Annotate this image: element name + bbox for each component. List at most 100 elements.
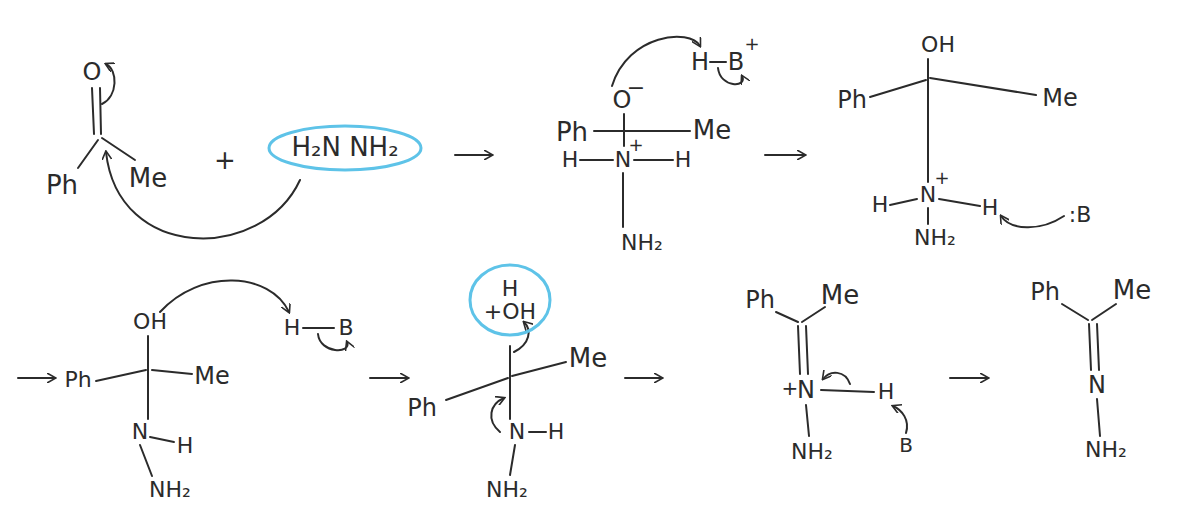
atom-label: Ph: [556, 119, 588, 145]
atom-label: Me: [821, 282, 859, 308]
atom-label: B: [338, 317, 353, 339]
curly-arrow: [514, 322, 529, 352]
bond: [152, 370, 192, 374]
atom-label: B: [899, 435, 913, 455]
bond: [580, 159, 613, 161]
bond: [927, 208, 929, 224]
bond: [622, 173, 624, 227]
atom-label: +: [744, 35, 759, 53]
atom-label: N: [132, 421, 148, 443]
ellipse-outline: [470, 265, 550, 335]
bond: [870, 80, 926, 97]
bond: [802, 307, 825, 322]
atom-label: Ph: [1030, 280, 1060, 304]
atom-label: H: [675, 149, 692, 171]
atom-label: Ph: [837, 88, 867, 112]
atom-label: B: [728, 50, 744, 74]
curly-arrow: [102, 64, 115, 104]
bond: [147, 336, 149, 419]
bond: [1097, 324, 1099, 370]
bond: [890, 199, 917, 205]
bond: [446, 378, 508, 400]
atom-label: NH₂: [149, 479, 191, 501]
curly-arrow: [1001, 216, 1064, 227]
bond: [303, 327, 334, 329]
atom-label: Ph: [745, 288, 775, 312]
curly-arrow: [823, 373, 850, 384]
bond: [776, 312, 798, 322]
atom-label: +: [628, 136, 643, 154]
bond: [150, 437, 174, 442]
atom-label: Me: [569, 345, 607, 371]
bond: [930, 78, 1036, 95]
bond: [821, 390, 874, 392]
bond: [806, 326, 808, 374]
atom-label: NH₂: [1085, 439, 1127, 461]
bond: [634, 159, 673, 161]
atom-label: N: [509, 421, 525, 443]
atom-label: H: [177, 435, 194, 457]
bond: [529, 431, 546, 433]
bond: [806, 405, 809, 436]
atom-label: NH₂: [621, 232, 663, 254]
curly-arrow: [491, 398, 504, 432]
bond: [92, 88, 94, 134]
atom-label: Ph: [407, 396, 437, 420]
atom-label: +OH: [484, 300, 536, 323]
atom-label: Me: [194, 364, 229, 388]
curly-arrow: [612, 37, 700, 86]
atom-label: NH₂: [791, 441, 833, 463]
bond: [927, 59, 929, 182]
atom-label: H: [982, 197, 999, 219]
atom-label: H₂N NH₂: [291, 134, 398, 161]
bond: [798, 326, 800, 374]
reaction-arrow: [18, 377, 55, 379]
atom-label: Me: [1113, 277, 1151, 303]
reaction-arrow: [950, 377, 988, 379]
bond: [100, 88, 101, 134]
bond: [594, 130, 690, 132]
atom-label: OH: [921, 34, 955, 56]
curly-arrow: [160, 280, 289, 312]
ellipse-outline: [269, 126, 421, 170]
atom-label: N: [797, 378, 815, 402]
atom-label: Ph: [64, 369, 91, 391]
atom-label: Me: [129, 165, 167, 191]
bond: [1089, 324, 1091, 370]
bond: [510, 445, 515, 475]
atom-label: Ph: [46, 172, 78, 198]
bond: [1062, 304, 1088, 320]
reaction-arrow: [625, 377, 662, 379]
reaction-arrow: [370, 377, 408, 379]
bond: [512, 362, 566, 376]
atom-label: H: [691, 50, 709, 74]
bond: [1092, 304, 1116, 320]
atom-label: +: [782, 378, 799, 398]
reaction-arrow: [765, 154, 805, 156]
atom-label: H: [872, 194, 889, 216]
bond: [140, 445, 152, 476]
bond: [509, 346, 511, 419]
atom-label: NH₂: [914, 227, 956, 249]
atom-label: −: [627, 77, 645, 99]
atom-label: NH₂: [486, 479, 528, 501]
highlight-ellipse: H+OH: [468, 263, 552, 337]
atom-label: O: [83, 60, 102, 84]
atom-label: H: [562, 149, 579, 171]
atom-label: OH: [133, 311, 167, 333]
atom-label: :B: [1069, 204, 1092, 226]
atom-label: Me: [693, 117, 731, 143]
atom-label: N: [920, 184, 936, 206]
atom-label: Me: [1042, 86, 1077, 110]
atom-label: N: [1088, 373, 1106, 397]
bond: [96, 370, 146, 381]
bond: [1097, 399, 1100, 436]
atom-label: H: [484, 277, 536, 300]
atom-label: +: [214, 147, 236, 173]
bond: [939, 199, 980, 206]
atom-label: H: [878, 381, 895, 403]
atom-label: H: [284, 317, 301, 339]
curly-arrow: [106, 152, 300, 238]
reaction-arrow: [455, 154, 492, 156]
